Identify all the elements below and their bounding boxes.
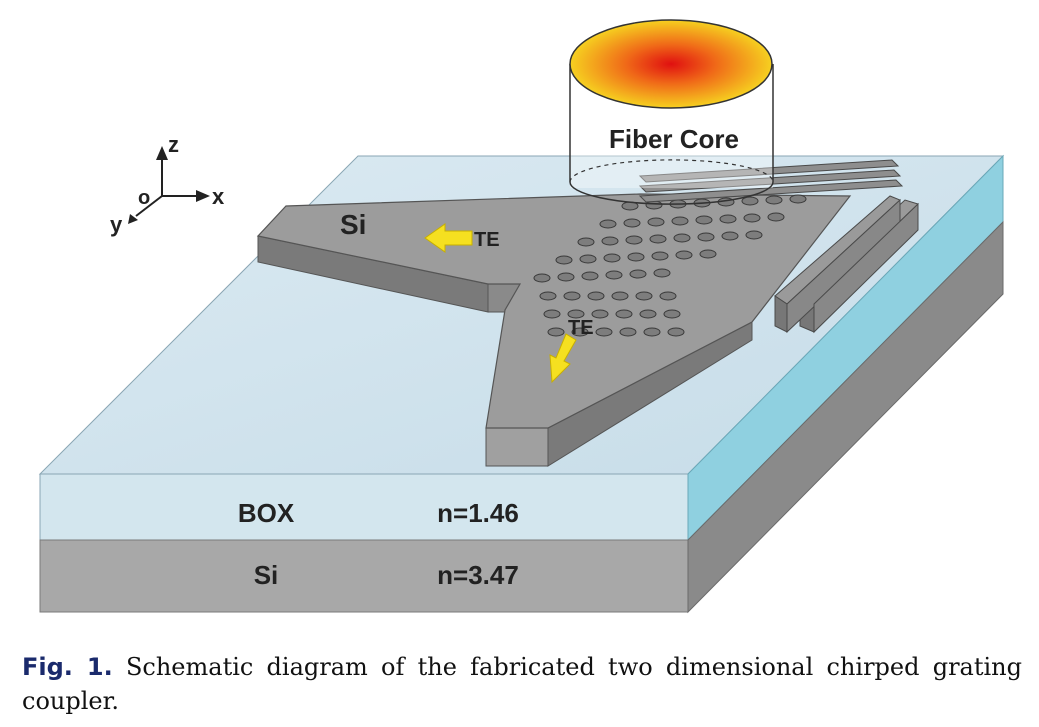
- grating-hole: [697, 232, 715, 242]
- substrate-layer-index: n=3.47: [437, 560, 519, 590]
- grating-hole: [629, 269, 647, 279]
- grating-hole: [605, 270, 623, 280]
- grating-hole: [695, 215, 713, 225]
- grating-hole: [547, 327, 565, 337]
- grating-hole: [741, 196, 759, 206]
- grating-hole: [625, 235, 643, 245]
- grating-hole: [611, 291, 629, 301]
- te-label-1: TE: [474, 229, 500, 251]
- grating-hole: [673, 233, 691, 243]
- grating-hole: [699, 249, 717, 259]
- grating-hole: [557, 272, 575, 282]
- te-arrow-down-icon: [549, 333, 577, 384]
- figure-caption: Fig. 1. Schematic diagram of the fabrica…: [22, 650, 1022, 718]
- grating-hole: [615, 309, 633, 319]
- te-label-2: TE: [568, 317, 594, 339]
- box-layer-front: [39, 473, 689, 541]
- grating-hole: [719, 214, 737, 224]
- grating-hole: [667, 327, 685, 337]
- fiber-core-label: Fiber Core: [609, 124, 739, 154]
- grating-coupler-diagram: Fiber Core z x y o Si TE TE BOX n=1.46 S…: [38, 19, 1005, 614]
- grating-hole: [675, 250, 693, 260]
- grating-hole: [595, 327, 613, 337]
- grating-hole: [743, 213, 761, 223]
- silicon-label: Si: [340, 209, 366, 240]
- grating-hole: [603, 253, 621, 263]
- axis-y-label: y: [110, 212, 123, 237]
- substrate-layer-side: [687, 220, 1004, 614]
- grating-hole: [649, 234, 667, 244]
- grating-bars-top: [638, 159, 904, 203]
- grating-hole: [539, 291, 557, 301]
- grating-hole: [639, 309, 657, 319]
- waveguide-2-end: [485, 427, 549, 467]
- grating-hole: [671, 216, 689, 226]
- grating-hole: [567, 309, 585, 319]
- grating-hole: [653, 268, 671, 278]
- axis-origin-label: o: [138, 187, 150, 209]
- grating-hole: [543, 309, 561, 319]
- grating-hole: [601, 236, 619, 246]
- grating-hole: [745, 230, 763, 240]
- grating-hole: [599, 219, 617, 229]
- grating-hole: [721, 231, 739, 241]
- figure-number: Fig. 1.: [22, 653, 113, 681]
- box-layer-name: BOX: [238, 498, 295, 528]
- grating-hole: [623, 218, 641, 228]
- substrate-layer-front: [39, 539, 689, 613]
- grating-hole: [765, 195, 783, 205]
- grating-hole: [579, 254, 597, 264]
- grating-hole: [591, 309, 609, 319]
- grating-hole: [555, 255, 573, 265]
- box-layer-index: n=1.46: [437, 498, 519, 528]
- grating-hole: [533, 273, 551, 283]
- grating-hole: [767, 212, 785, 222]
- grating-hole: [581, 271, 599, 281]
- axis-x-label: x: [212, 184, 225, 209]
- grating-hole-array: [533, 194, 807, 337]
- axis-z-label: z: [168, 132, 179, 157]
- grating-hole: [663, 309, 681, 319]
- substrate-layer-name: Si: [254, 560, 279, 590]
- grating-hole: [587, 291, 605, 301]
- grating-hole: [647, 217, 665, 227]
- grating-hole: [577, 237, 595, 247]
- grating-hole: [643, 327, 661, 337]
- te-arrow-left-icon: [424, 223, 473, 253]
- grating-hole: [619, 327, 637, 337]
- grating-hole: [635, 291, 653, 301]
- fiber-core-mode-profile: [569, 19, 773, 109]
- grating-hole: [571, 327, 589, 337]
- grating-hole: [627, 252, 645, 262]
- coordinate-axes: [128, 146, 210, 224]
- grating-hole: [659, 291, 677, 301]
- grating-hole: [651, 251, 669, 261]
- grating-hole: [563, 291, 581, 301]
- figure-caption-text: Schematic diagram of the fabricated two …: [22, 653, 1022, 715]
- grating-hole: [789, 194, 807, 204]
- grating-bars-right: [774, 195, 919, 334]
- fiber-core: [569, 19, 774, 205]
